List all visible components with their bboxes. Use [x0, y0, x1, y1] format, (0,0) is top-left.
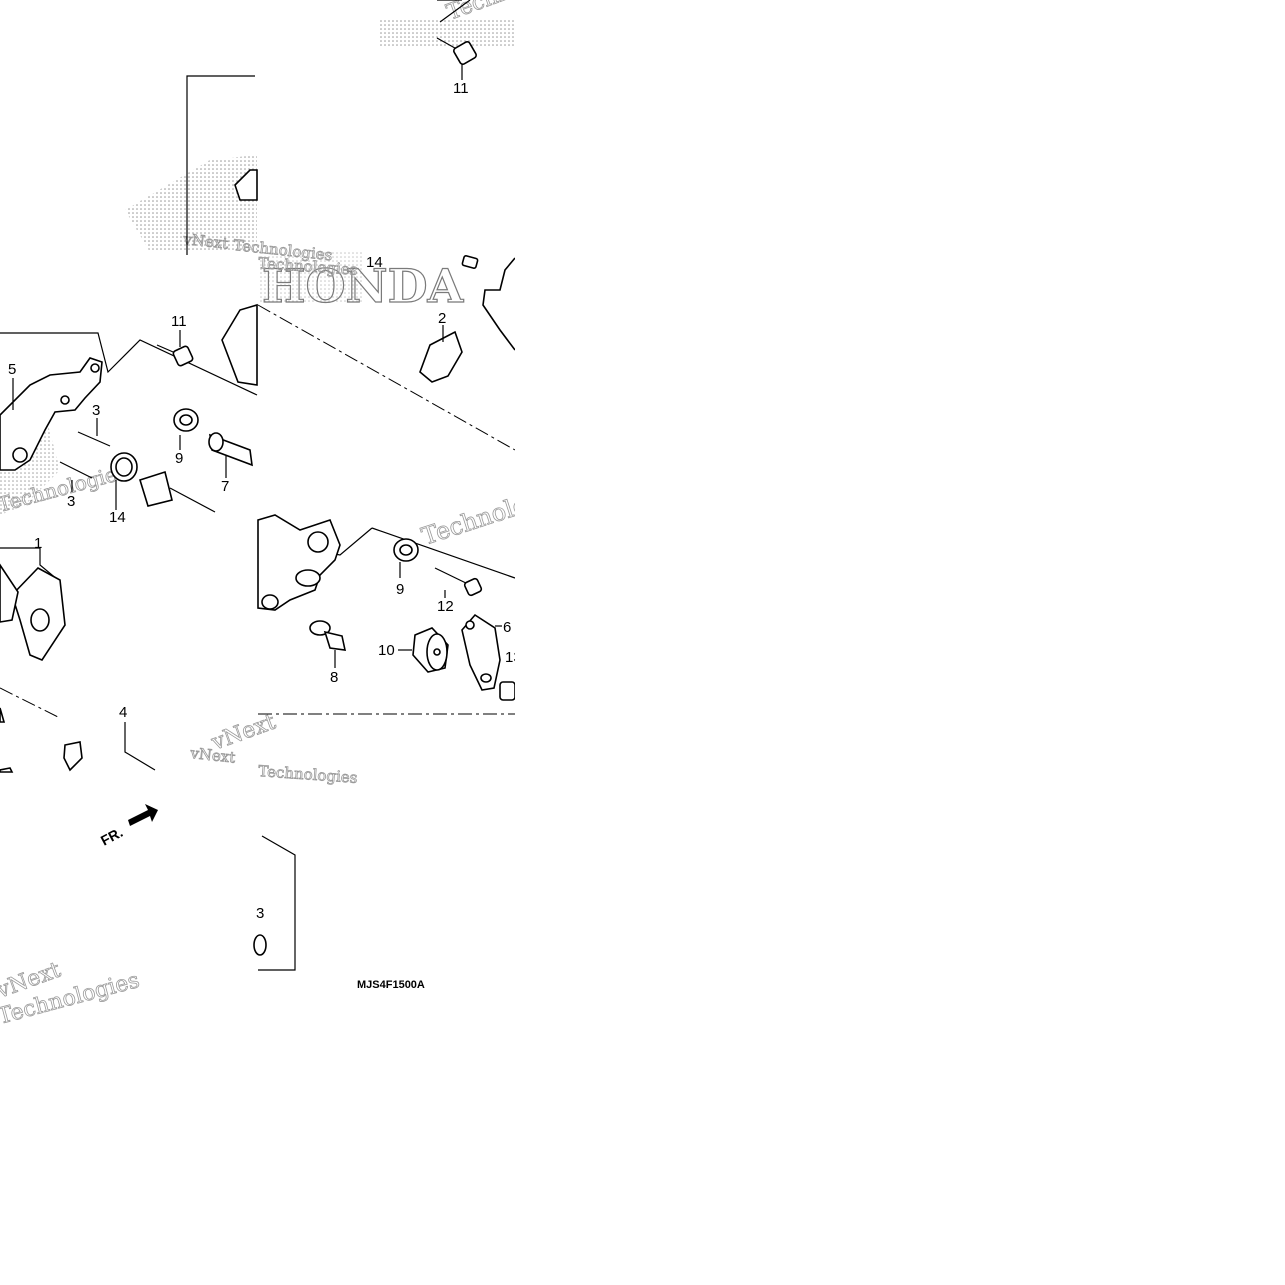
svg-text:Technologies: Technologies — [258, 762, 358, 787]
flange-bolt-11-top — [436, 0, 477, 80]
callout-11-top: 11 — [453, 80, 469, 97]
clip-2 — [419, 255, 479, 383]
flange-bolt-11-mid — [156, 330, 194, 367]
bushing-9-left — [173, 408, 199, 450]
svg-text:vNext: vNext — [208, 710, 280, 756]
guide-pins-3 — [59, 418, 111, 492]
watermark-logo-text: HONDA — [262, 259, 464, 313]
svg-text:vNext: vNext — [189, 744, 237, 767]
callout-3-b: 3 — [67, 493, 75, 510]
parts — [0, 0, 516, 956]
callout-14: 14 — [366, 254, 383, 271]
bushing-9-right — [393, 538, 419, 578]
nut-3-lower — [253, 934, 267, 956]
callout-9-a: 9 — [175, 450, 183, 467]
nut-13 — [499, 681, 516, 701]
callout-14-b: 14 — [109, 509, 126, 526]
callout-3-a: 3 — [92, 402, 100, 419]
mounting-bracket-5 — [0, 357, 103, 471]
seal-ring-14 — [110, 452, 138, 510]
flange-bolt-12 — [434, 567, 483, 598]
roller-10 — [398, 627, 449, 673]
callout-10: 10 — [378, 642, 395, 659]
drawing-code: MJS4F1500A — [357, 979, 425, 991]
callout-11-mid: 11 — [171, 313, 187, 330]
front-direction-arrow: FR. — [98, 804, 158, 849]
callout-7: 7 — [221, 478, 229, 495]
callout-3-c: 3 — [256, 905, 264, 922]
bracket-4 — [0, 707, 83, 773]
callout-1: 1 — [34, 535, 42, 552]
pad-plate-1 — [0, 563, 66, 661]
long-bolt — [139, 470, 216, 513]
callout-4: 4 — [119, 704, 127, 721]
callout-8: 8 — [330, 669, 338, 686]
collar-7 — [208, 432, 253, 478]
callout-12: 12 — [437, 598, 454, 615]
callout-6: 6 — [503, 619, 511, 636]
callout-numbers: 11 14 11 2 5 3 9 7 3 14 1 9 12 6 13 10 8… — [8, 80, 522, 922]
caliper-body — [257, 514, 341, 611]
callout-9-b: 9 — [396, 581, 404, 598]
callout-2: 2 — [438, 310, 446, 327]
bolt-8 — [309, 620, 347, 668]
front-direction-label: FR. — [98, 824, 125, 849]
svg-text:vNext: vNext — [182, 230, 230, 253]
callout-5: 5 — [8, 361, 16, 378]
bracket-6 — [461, 613, 502, 691]
